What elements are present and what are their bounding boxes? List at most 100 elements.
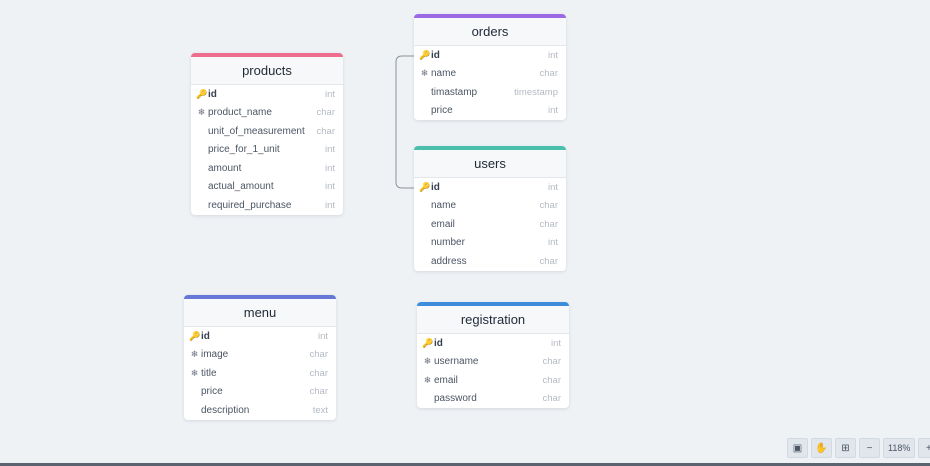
field-row[interactable]: actual_amount int bbox=[191, 178, 343, 197]
field-type: char bbox=[316, 107, 335, 119]
field-name: actual_amount bbox=[208, 181, 274, 193]
key-icon: 🔑 bbox=[419, 49, 431, 60]
key-icon: 🔑 bbox=[419, 181, 431, 192]
field-type: int bbox=[324, 88, 335, 100]
field-type: int bbox=[547, 49, 558, 61]
field-type: int bbox=[547, 181, 558, 193]
field-name: email bbox=[434, 374, 458, 386]
field-row[interactable]: 🔑id int bbox=[414, 46, 566, 65]
field-name: product_name bbox=[208, 107, 272, 119]
table-title: menu bbox=[243, 305, 277, 320]
field-name: required_purchase bbox=[208, 199, 292, 211]
table-title: orders bbox=[471, 24, 509, 39]
field-type: int bbox=[547, 105, 558, 117]
snowflake-icon: ❄ bbox=[190, 349, 199, 360]
table-title: users bbox=[474, 156, 506, 171]
field-row[interactable]: ❄image char bbox=[184, 346, 336, 365]
field-type: int bbox=[324, 144, 335, 156]
field-name: id bbox=[431, 49, 440, 61]
field-type: int bbox=[324, 181, 335, 193]
field-name: number bbox=[431, 237, 465, 249]
field-type: char bbox=[539, 255, 558, 267]
zoom-level[interactable]: 118% bbox=[883, 438, 916, 458]
field-type: char bbox=[542, 356, 561, 368]
canvas-toolbar: ▣ ✋ ⊞ − 118% + bbox=[787, 438, 930, 458]
field-type: int bbox=[317, 330, 328, 342]
grid-icon[interactable]: ⊞ bbox=[835, 438, 856, 458]
table-header[interactable]: orders bbox=[414, 14, 566, 46]
key-icon: 🔑 bbox=[422, 337, 434, 348]
field-name: price_for_1_unit bbox=[208, 144, 280, 156]
field-row[interactable]: address char bbox=[414, 252, 566, 271]
field-row[interactable]: required_purchase int bbox=[191, 196, 343, 215]
field-type: int bbox=[547, 237, 558, 249]
field-type: int bbox=[324, 162, 335, 174]
field-row[interactable]: 🔑id int bbox=[414, 178, 566, 197]
table-title: products bbox=[242, 63, 292, 78]
field-row[interactable]: ❄product_name char bbox=[191, 104, 343, 123]
bottom-border bbox=[0, 463, 930, 466]
field-row[interactable]: price_for_1_unit int bbox=[191, 141, 343, 160]
zoom-out-button[interactable]: − bbox=[859, 438, 880, 458]
field-name: unit_of_measurement bbox=[208, 125, 305, 137]
field-name: address bbox=[431, 255, 467, 267]
hand-icon[interactable]: ✋ bbox=[811, 438, 832, 458]
field-type: char bbox=[309, 349, 328, 361]
field-name: id bbox=[431, 181, 440, 193]
field-name: email bbox=[431, 218, 455, 230]
snowflake-icon: ❄ bbox=[423, 374, 432, 385]
snowflake-icon: ❄ bbox=[420, 68, 429, 79]
field-type: char bbox=[539, 68, 558, 80]
field-name: price bbox=[431, 105, 453, 117]
table-header[interactable]: products bbox=[191, 53, 343, 85]
field-row[interactable]: timastamp timestamp bbox=[414, 83, 566, 102]
table-header[interactable]: registration bbox=[417, 302, 569, 334]
fit-view-icon[interactable]: ▣ bbox=[787, 438, 808, 458]
field-name: timastamp bbox=[431, 86, 478, 98]
field-type: char bbox=[542, 374, 561, 386]
field-type: char bbox=[309, 367, 328, 379]
field-row[interactable]: price int bbox=[414, 102, 566, 121]
field-type: int bbox=[550, 337, 561, 349]
field-name: name bbox=[431, 200, 457, 212]
field-type: char bbox=[539, 200, 558, 212]
field-row[interactable]: number int bbox=[414, 234, 566, 253]
field-name: image bbox=[201, 349, 229, 361]
field-name: title bbox=[201, 367, 217, 379]
field-type: timestamp bbox=[514, 86, 558, 98]
table-header[interactable]: users bbox=[414, 146, 566, 178]
table-title: registration bbox=[460, 312, 526, 327]
field-name: id bbox=[201, 330, 210, 342]
field-row[interactable]: ❄email char bbox=[417, 371, 569, 390]
snowflake-icon: ❄ bbox=[197, 107, 206, 118]
field-type: text bbox=[312, 404, 328, 416]
field-type: int bbox=[324, 199, 335, 211]
field-row[interactable]: 🔑id int bbox=[417, 334, 569, 353]
table-header[interactable]: menu bbox=[184, 295, 336, 327]
zoom-in-button[interactable]: + bbox=[918, 438, 930, 458]
field-row[interactable]: name char bbox=[414, 197, 566, 216]
field-name: id bbox=[434, 337, 443, 349]
